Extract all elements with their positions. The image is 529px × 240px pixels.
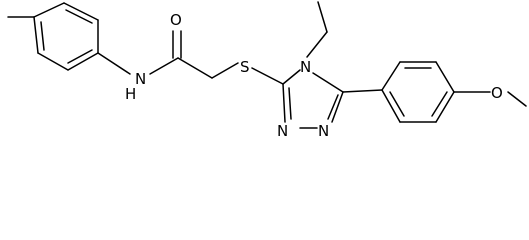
atom-label-oxygen-methoxy: O — [491, 84, 503, 102]
atom-label-nitrogen-amide: N — [135, 70, 146, 88]
bond — [435, 91, 455, 123]
bond — [37, 52, 69, 71]
bond — [435, 61, 455, 93]
bond — [33, 2, 65, 18]
bond — [507, 91, 527, 107]
bond — [33, 16, 39, 54]
bond — [211, 62, 239, 79]
bond — [149, 57, 179, 75]
bond — [63, 2, 99, 21]
bond — [282, 83, 286, 123]
bond — [312, 72, 344, 93]
structure-canvas: O N H S N N N O — [7, 1, 527, 140]
atom-label-hydrogen-amide: H — [125, 85, 136, 103]
atom-label-nitrogen-triazole-2: N — [277, 122, 288, 140]
bond — [342, 89, 383, 93]
bond — [40, 21, 45, 51]
bond — [331, 91, 344, 123]
bond — [177, 57, 213, 79]
atom-label-sulfur: S — [240, 58, 250, 76]
bond — [67, 52, 99, 71]
bond-group — [7, 1, 527, 129]
bond — [317, 1, 328, 33]
bond — [251, 67, 284, 85]
bond — [97, 52, 131, 75]
atom-label-oxygen-carbonyl: O — [170, 11, 182, 29]
bond — [327, 94, 339, 120]
chemical-structure: O N H S N N N O — [7, 1, 527, 140]
bond — [381, 61, 401, 91]
atom-label-nitrogen-triazole-1: N — [318, 122, 329, 140]
bond — [306, 31, 328, 58]
atom-label-group: O N H S N N N O — [125, 11, 503, 140]
bond — [282, 69, 301, 85]
bond — [65, 9, 93, 24]
atom-label-nitrogen-triazole-4: N — [300, 58, 311, 76]
bond — [389, 91, 405, 117]
bond — [431, 91, 448, 117]
bond — [381, 89, 401, 123]
bond — [288, 87, 292, 120]
bond — [67, 49, 93, 64]
